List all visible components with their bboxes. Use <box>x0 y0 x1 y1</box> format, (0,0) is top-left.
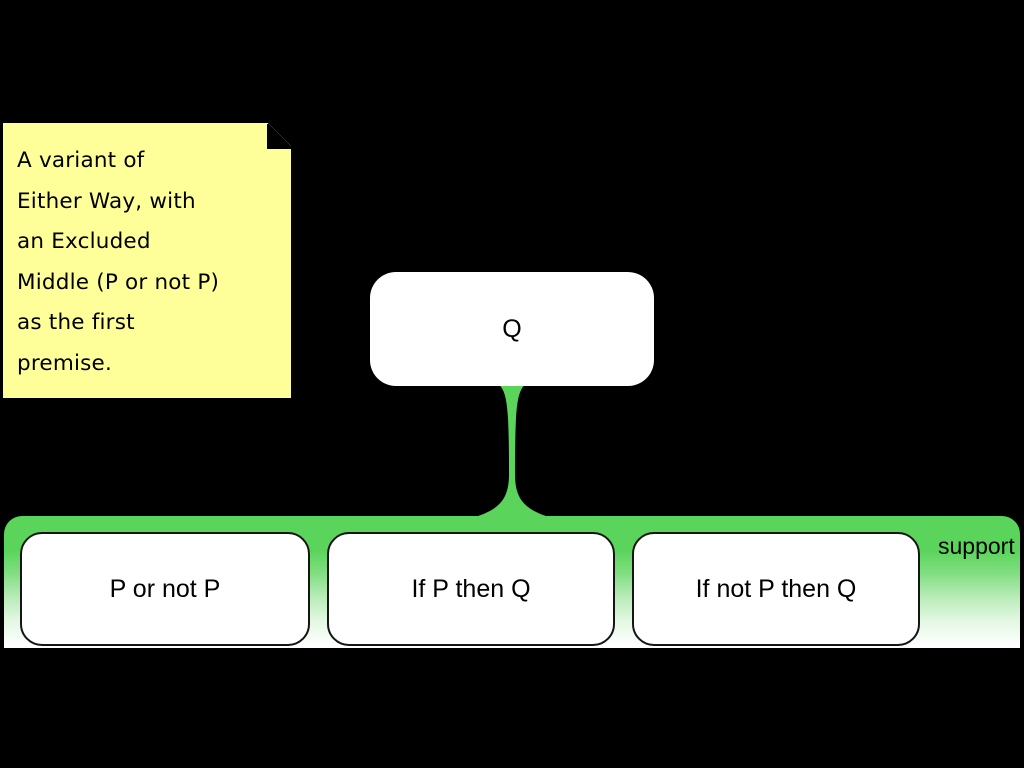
support-relation-label: support <box>938 533 1015 559</box>
sticky-note-text: A variant of Either Way, with an Exclude… <box>17 148 220 376</box>
claim-box-q[interactable]: Q <box>370 272 654 386</box>
premise-box-3[interactable]: If not P then Q <box>632 532 920 646</box>
support-connector-arrow[interactable] <box>462 378 562 518</box>
premise-box-1[interactable]: P or not P <box>20 532 310 646</box>
sticky-note-fold-icon <box>268 123 291 147</box>
sticky-note[interactable]: A variant of Either Way, with an Exclude… <box>3 123 291 398</box>
premise-box-2[interactable]: If P then Q <box>327 532 615 646</box>
